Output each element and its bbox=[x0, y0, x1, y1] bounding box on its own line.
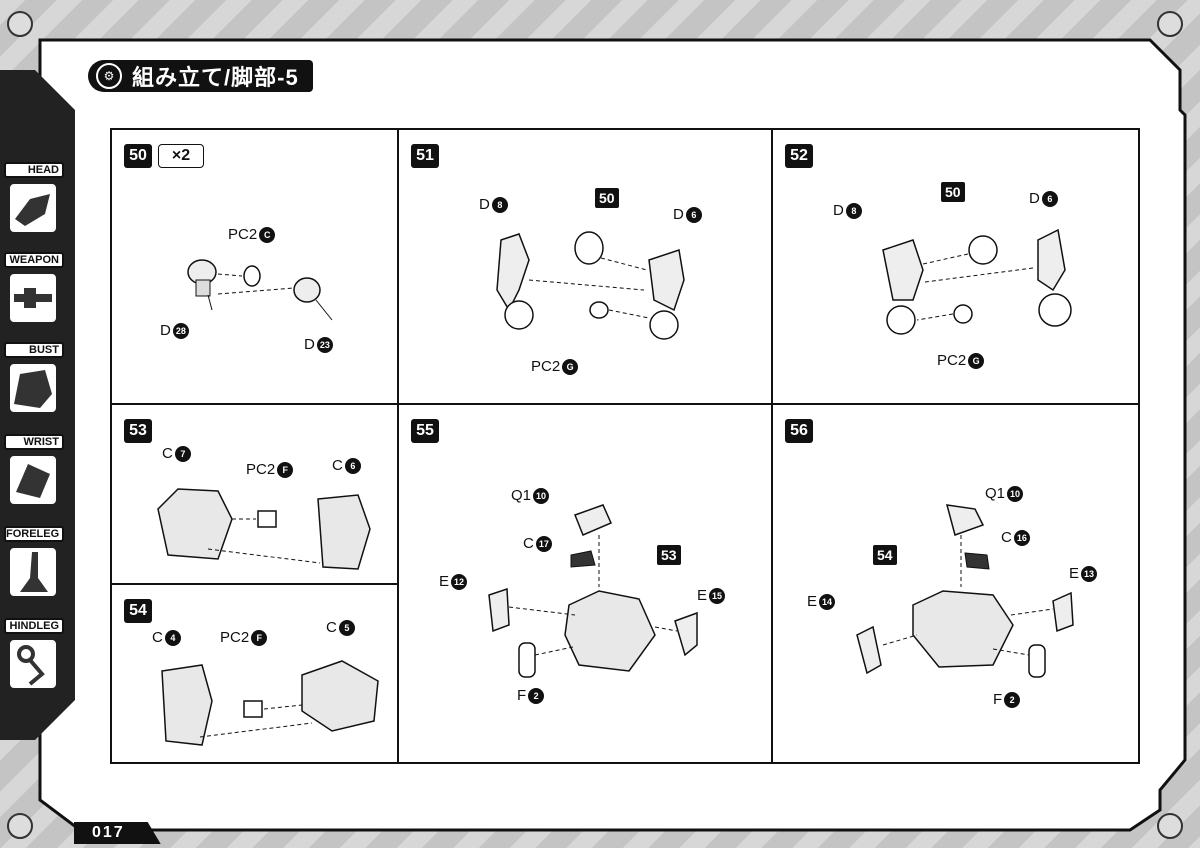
bust-thumbnail-icon bbox=[8, 362, 58, 414]
step-number: 54 bbox=[124, 599, 152, 623]
step-number: 56 bbox=[785, 419, 813, 443]
multiplier-badge: ×2 bbox=[158, 144, 204, 168]
nav-item-hindleg[interactable]: HINDLEG bbox=[0, 618, 66, 698]
assembly-diagram bbox=[856, 504, 1074, 678]
ref-badge: 50 bbox=[595, 188, 619, 208]
nav-label: WRIST bbox=[4, 434, 64, 450]
head-thumbnail-icon bbox=[8, 182, 58, 234]
assembly-diagram bbox=[161, 660, 379, 746]
nav-label: HINDLEG bbox=[4, 618, 64, 634]
nav-label: FORELEG bbox=[4, 526, 64, 542]
assembly-diagram bbox=[496, 231, 685, 340]
ref-badge: 50 bbox=[941, 182, 965, 202]
assembly-diagram bbox=[187, 259, 333, 321]
section-title: ⚙ 組み立て/脚部-5 bbox=[88, 60, 313, 92]
nav-item-weapon[interactable]: WEAPON bbox=[0, 252, 66, 332]
nav-item-head[interactable]: HEAD bbox=[0, 162, 66, 242]
nav-item-wrist[interactable]: WRIST bbox=[0, 434, 66, 514]
nav-item-bust[interactable]: BUST bbox=[0, 342, 66, 422]
page-number: 017 bbox=[74, 822, 161, 844]
step-number: 53 bbox=[124, 419, 152, 443]
step-number: 50 bbox=[124, 144, 152, 168]
wrist-thumbnail-icon bbox=[8, 454, 58, 506]
foreleg-thumbnail-icon bbox=[8, 546, 58, 598]
nav-label: BUST bbox=[4, 342, 64, 358]
page-title: 組み立て/脚部-5 bbox=[132, 65, 299, 90]
ref-badge: 53 bbox=[657, 545, 681, 565]
step-number: 51 bbox=[411, 144, 439, 168]
assembly-diagram bbox=[157, 488, 371, 570]
weapon-thumbnail-icon bbox=[8, 272, 58, 324]
wrench-icon: ⚙ bbox=[96, 63, 122, 89]
assembly-diagram bbox=[882, 228, 1072, 335]
nav-label: WEAPON bbox=[4, 252, 64, 268]
step-number: 52 bbox=[785, 144, 813, 168]
nav-label: HEAD bbox=[4, 162, 64, 178]
hindleg-thumbnail-icon bbox=[8, 638, 58, 690]
step-number: 55 bbox=[411, 419, 439, 443]
assembly-diagram bbox=[488, 504, 698, 678]
ref-badge: 54 bbox=[873, 545, 897, 565]
nav-item-foreleg[interactable]: FORELEG bbox=[0, 526, 66, 606]
